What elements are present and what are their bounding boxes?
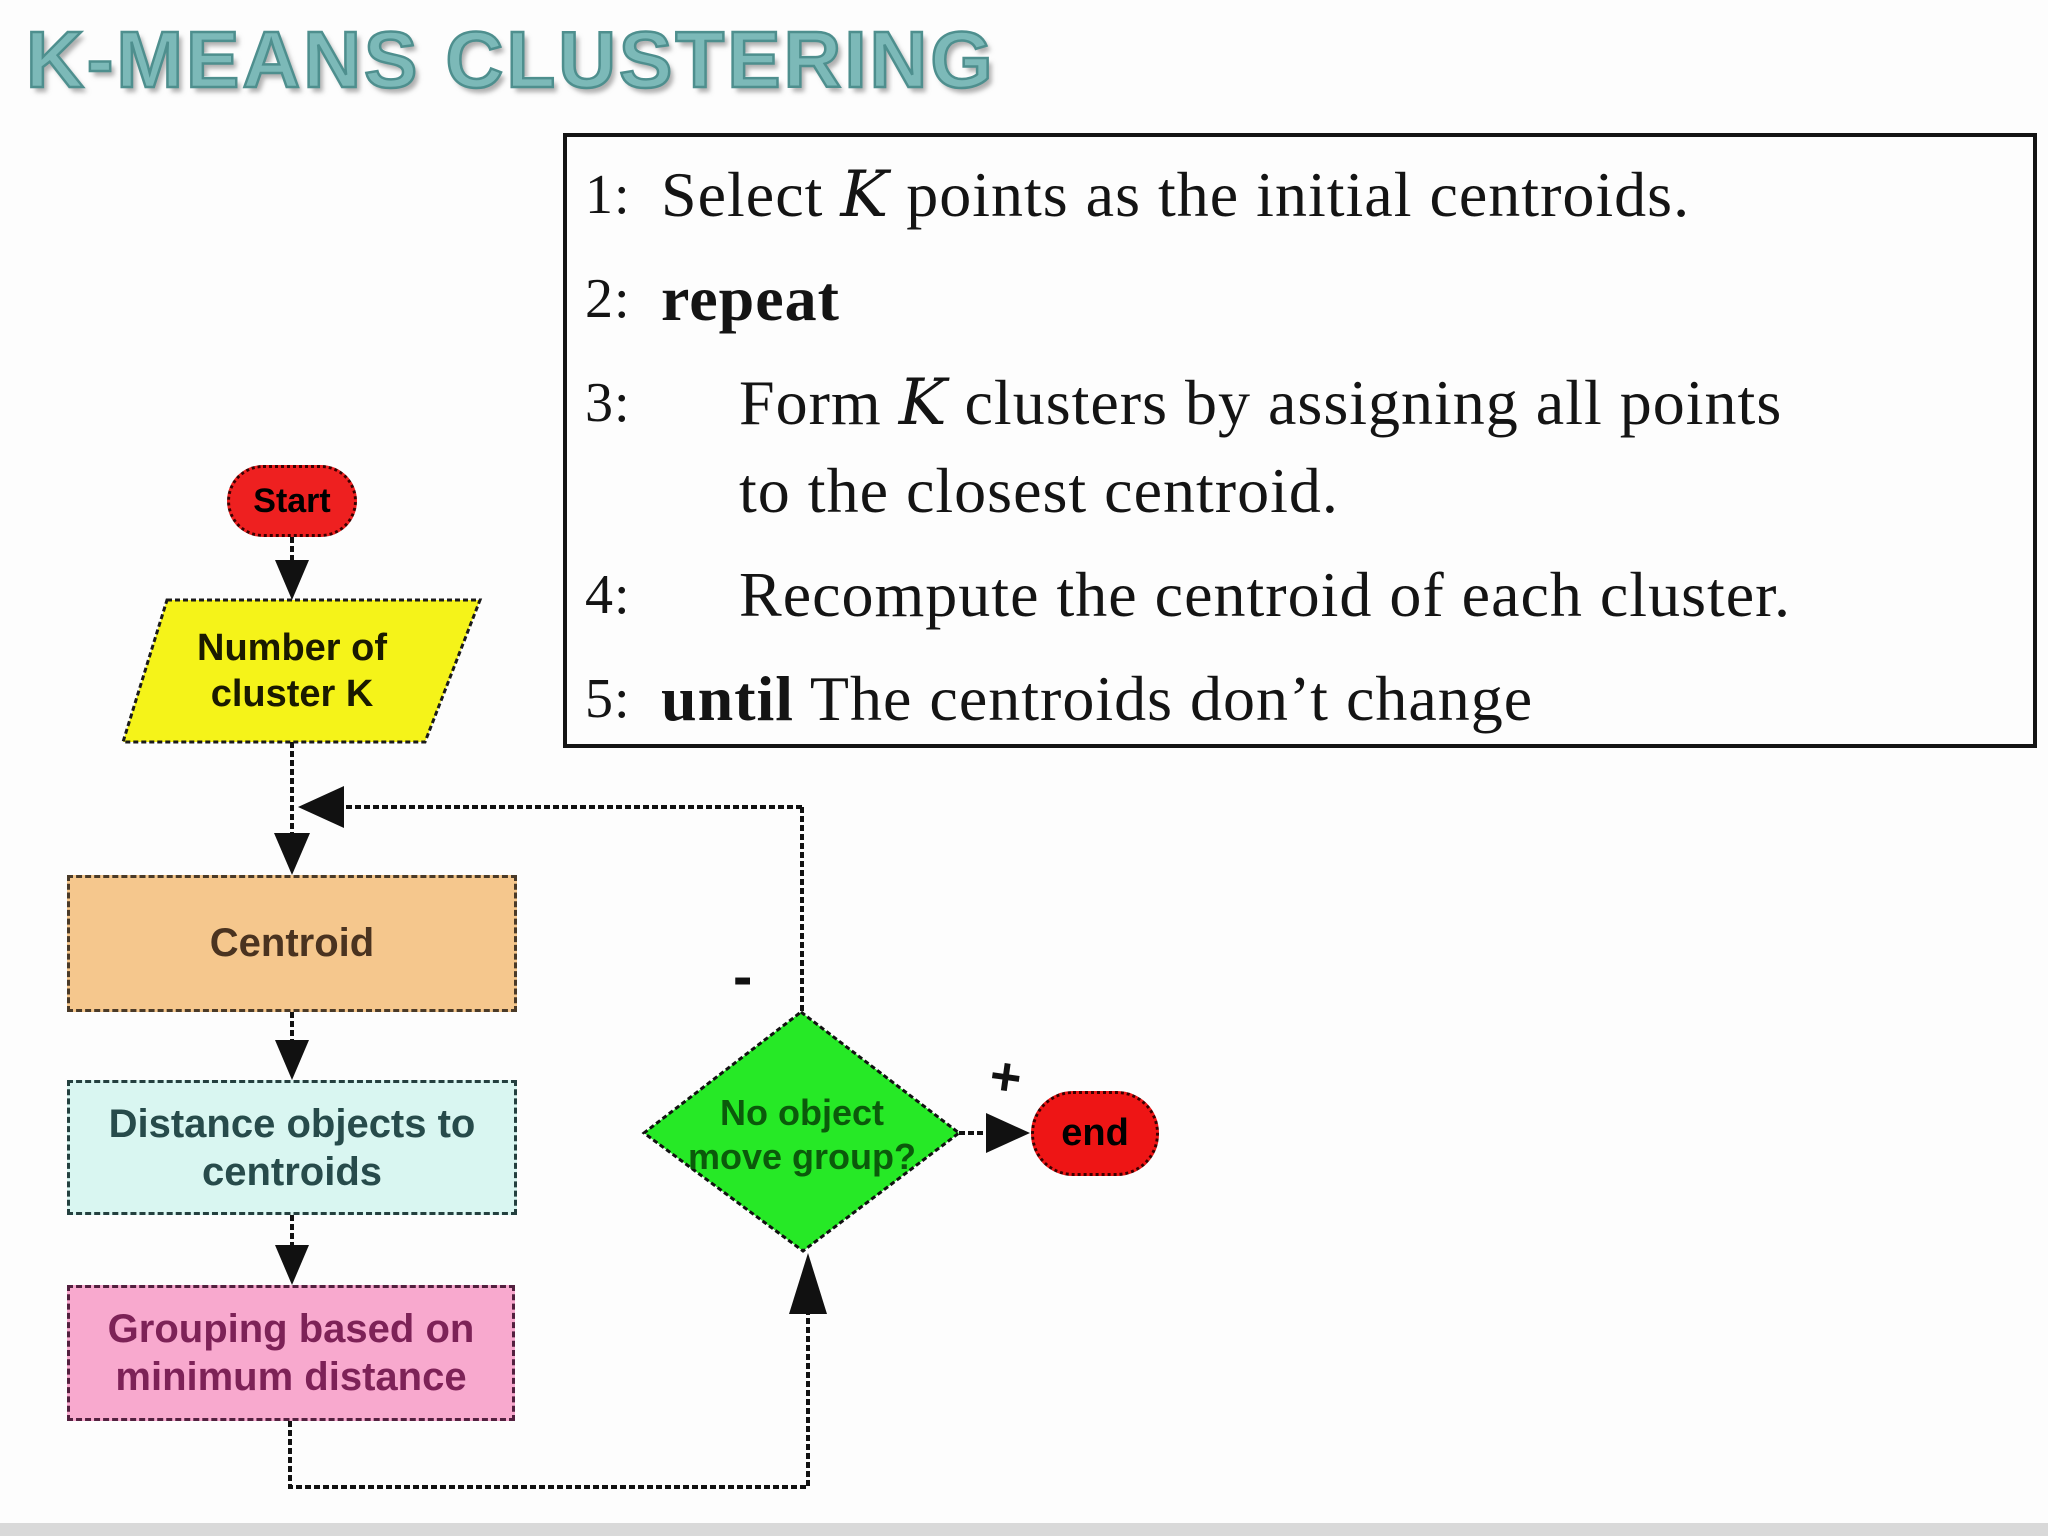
algo-text: Select	[661, 159, 841, 230]
algo-text: points as the initial centroids.	[889, 159, 1691, 230]
algo-text: The centroids don’t change	[794, 663, 1534, 734]
algo-text: Recompute the centroid of each cluster.	[739, 559, 1791, 630]
algo-text: Form	[739, 367, 899, 438]
end-label: end	[1061, 1112, 1129, 1154]
decision-node-label: No object move group?	[682, 1070, 922, 1200]
algo-line-2: 2: repeat	[585, 255, 2025, 343]
start-node: Start	[227, 465, 357, 537]
decision-label: No object move group?	[687, 1092, 916, 1177]
input-parallelogram	[120, 598, 483, 744]
grouping-process-node: Grouping based on minimum distance	[67, 1285, 515, 1421]
input-node-label: Number of cluster K	[162, 608, 422, 734]
start-label: Start	[253, 481, 331, 520]
arrowhead-into-decision	[789, 1253, 827, 1314]
algo-line-text: Form K clusters by assigning all points t…	[661, 359, 2025, 535]
algo-line-number: 4:	[585, 564, 631, 626]
algo-line-text: Select K points as the initial centroids…	[661, 151, 2025, 239]
page-title: K-MEANS CLUSTERING	[25, 14, 996, 106]
decision-diamond	[641, 1010, 962, 1253]
edge-label-negative: -	[733, 944, 753, 1009]
algo-line-number: 3:	[585, 372, 631, 434]
algo-text: to the closest centroid.	[739, 455, 1339, 526]
distance-process-node: Distance objects to centroids	[67, 1080, 517, 1215]
end-node: end	[1031, 1091, 1159, 1176]
arrowhead-into-centroid	[274, 833, 310, 875]
algorithm-box: 1: Select K points as the initial centro…	[563, 133, 2037, 748]
algo-line-number: 5:	[585, 668, 631, 730]
input-label: Number of cluster K	[197, 627, 387, 715]
keyword-repeat: repeat	[661, 263, 840, 334]
algo-line-text: until The centroids don’t change	[661, 655, 2025, 743]
edge-grouping-decision	[288, 1312, 810, 1489]
keyword-until: until	[661, 663, 795, 734]
arrowhead-into-grouping	[275, 1245, 309, 1285]
arrowhead-into-input	[275, 560, 309, 600]
centroid-label: Centroid	[209, 921, 375, 965]
grouping-label: Grouping based on minimum distance	[107, 1307, 475, 1399]
arrowhead-loop-left	[298, 786, 344, 828]
arrowhead-into-distance	[275, 1040, 309, 1080]
distance-label: Distance objects to centroids	[108, 1101, 476, 1194]
algo-line-5: 5: until The centroids don’t change	[585, 655, 2025, 743]
algo-text: clusters by assigning all points	[947, 367, 1783, 438]
bottom-edge-strip	[0, 1523, 2048, 1536]
algo-line-number: 1:	[585, 164, 631, 226]
centroid-process-node: Centroid	[67, 875, 517, 1012]
arrowhead-into-end	[986, 1113, 1030, 1153]
math-var-k: K	[840, 158, 890, 232]
algo-line-text: repeat	[661, 255, 2025, 343]
algo-line-3: 3: Form K clusters by assigning all poin…	[585, 359, 2025, 535]
algo-line-4: 4: Recompute the centroid of each cluste…	[585, 551, 2025, 639]
algo-line-number: 2:	[585, 268, 631, 330]
algo-line-text: Recompute the centroid of each cluster.	[661, 551, 2025, 639]
math-var-k: K	[898, 366, 948, 440]
algo-line-1: 1: Select K points as the initial centro…	[585, 151, 2025, 239]
